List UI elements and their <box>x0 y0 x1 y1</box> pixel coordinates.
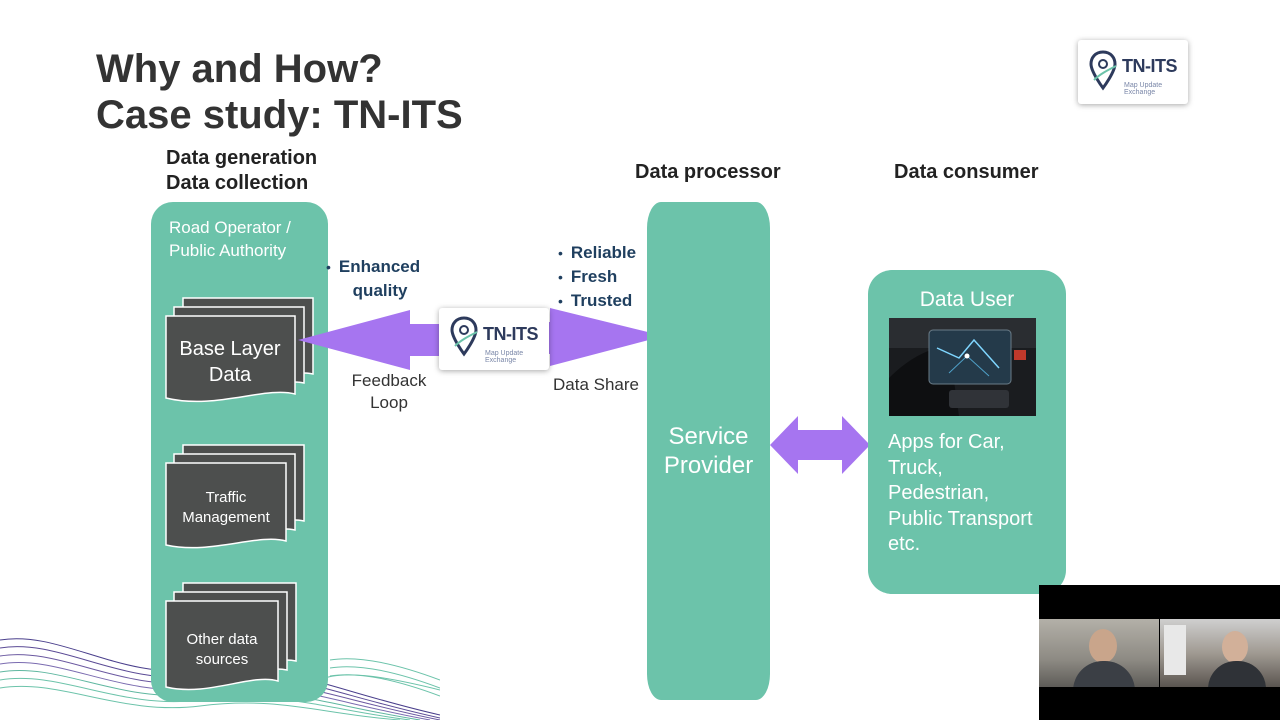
video-call-overlay <box>1039 585 1280 720</box>
other-data-line-1: Other data <box>186 631 258 648</box>
participant-avatar-2 <box>1222 631 1248 663</box>
road-operator-title-line-2: Public Authority <box>169 241 287 260</box>
feedback-label-line-2: Loop <box>370 393 408 412</box>
header-generation-line-2: Data collection <box>166 172 309 194</box>
map-pin-icon <box>450 316 478 357</box>
feedback-bullet: • Enhanced quality <box>326 255 420 302</box>
data-user-apps: Apps for Car, Truck, Pedestrian, Public … <box>888 430 1033 558</box>
feedback-arrow <box>298 310 448 370</box>
data-share-label: Data Share <box>553 375 639 394</box>
share-bullet-3: • Trusted <box>558 289 636 313</box>
feedback-label-line-1: Feedback <box>351 371 427 390</box>
other-data-line-2: sources <box>195 651 249 668</box>
header-data-processor: Data processor <box>635 161 781 183</box>
logo-tagline: Map Update Exchange <box>485 350 524 364</box>
bidirectional-arrow <box>770 416 870 474</box>
road-operator-title-line-1: Road Operator / <box>169 218 291 237</box>
share-bullet-3-text: Trusted <box>570 291 633 310</box>
header-data-consumer: Data consumer <box>894 161 1039 183</box>
service-provider-column: Service Provider <box>647 202 770 700</box>
base-layer-doc-stack <box>165 297 314 403</box>
traffic-management-doc-label: Traffic Management <box>166 488 286 528</box>
bullet-dot: • <box>326 259 331 275</box>
traffic-line-2: Management <box>182 509 270 526</box>
data-user-box: Data User Apps for Car, Truck, Pedestria… <box>868 270 1066 594</box>
logo-name: TN-ITS <box>1122 56 1178 76</box>
feedback-bullet-text: Enhanced <box>338 257 421 276</box>
apps-line-3: Pedestrian, <box>888 482 990 504</box>
map-pin-icon <box>1089 50 1117 91</box>
road-operator-title: Road Operator / Public Authority <box>169 216 291 262</box>
share-bullet-2-text: Fresh <box>570 267 618 286</box>
service-provider-line-2: Provider <box>663 452 754 479</box>
traffic-line-1: Traffic <box>205 489 247 506</box>
data-share-arrow <box>540 308 664 366</box>
traffic-management-doc-stack <box>165 444 305 549</box>
service-provider-line-1: Service <box>668 423 749 450</box>
base-layer-doc-label: Base Layer Data <box>166 336 294 388</box>
bullet-dot: • <box>558 293 563 309</box>
car-dashboard-image <box>889 318 1036 416</box>
slide-title: Why and How? Case study: TN-ITS <box>96 46 463 138</box>
apps-line-4: Public Transport <box>888 507 1033 530</box>
header-data-generation: Data generation Data collection <box>166 146 317 196</box>
apps-line-1: Apps for Car, <box>888 431 1005 453</box>
data-user-title: Data User <box>919 288 1015 311</box>
bullet-dot: • <box>558 245 563 261</box>
participant-video-2 <box>1160 619 1280 687</box>
share-bullet-2: • Fresh <box>558 265 636 289</box>
title-line-2: Case study: TN-ITS <box>96 93 463 137</box>
other-data-doc-stack <box>165 582 297 691</box>
data-share-bullets: • Reliable • Fresh • Trusted <box>558 241 636 313</box>
service-provider-label: Service Provider <box>647 422 770 480</box>
title-line-1: Why and How? <box>96 47 383 91</box>
logo-tagline: Map Update Exchange <box>1124 82 1163 96</box>
feedback-bullet-line-2: quality <box>352 281 408 300</box>
tn-its-logo-top: TN-ITS Map Update Exchange <box>1078 40 1188 104</box>
tn-its-logo-center: TN-ITS Map Update Exchange <box>439 308 549 370</box>
apps-line-5: etc. <box>888 533 921 555</box>
share-bullet-1: • Reliable <box>558 241 636 265</box>
feedback-loop-label: Feedback Loop <box>340 370 438 414</box>
header-generation-line-1: Data generation <box>166 147 318 169</box>
participant-video-1 <box>1039 619 1159 687</box>
logo-name: TN-ITS <box>483 324 539 344</box>
base-layer-line-2: Data <box>208 364 252 386</box>
base-layer-line-1: Base Layer <box>179 338 281 360</box>
share-bullet-1-text: Reliable <box>570 243 637 262</box>
other-data-doc-label: Other data sources <box>166 630 278 670</box>
apps-line-2: Truck, <box>888 456 943 479</box>
participant-avatar-1 <box>1089 629 1117 663</box>
bullet-dot: • <box>558 269 563 285</box>
